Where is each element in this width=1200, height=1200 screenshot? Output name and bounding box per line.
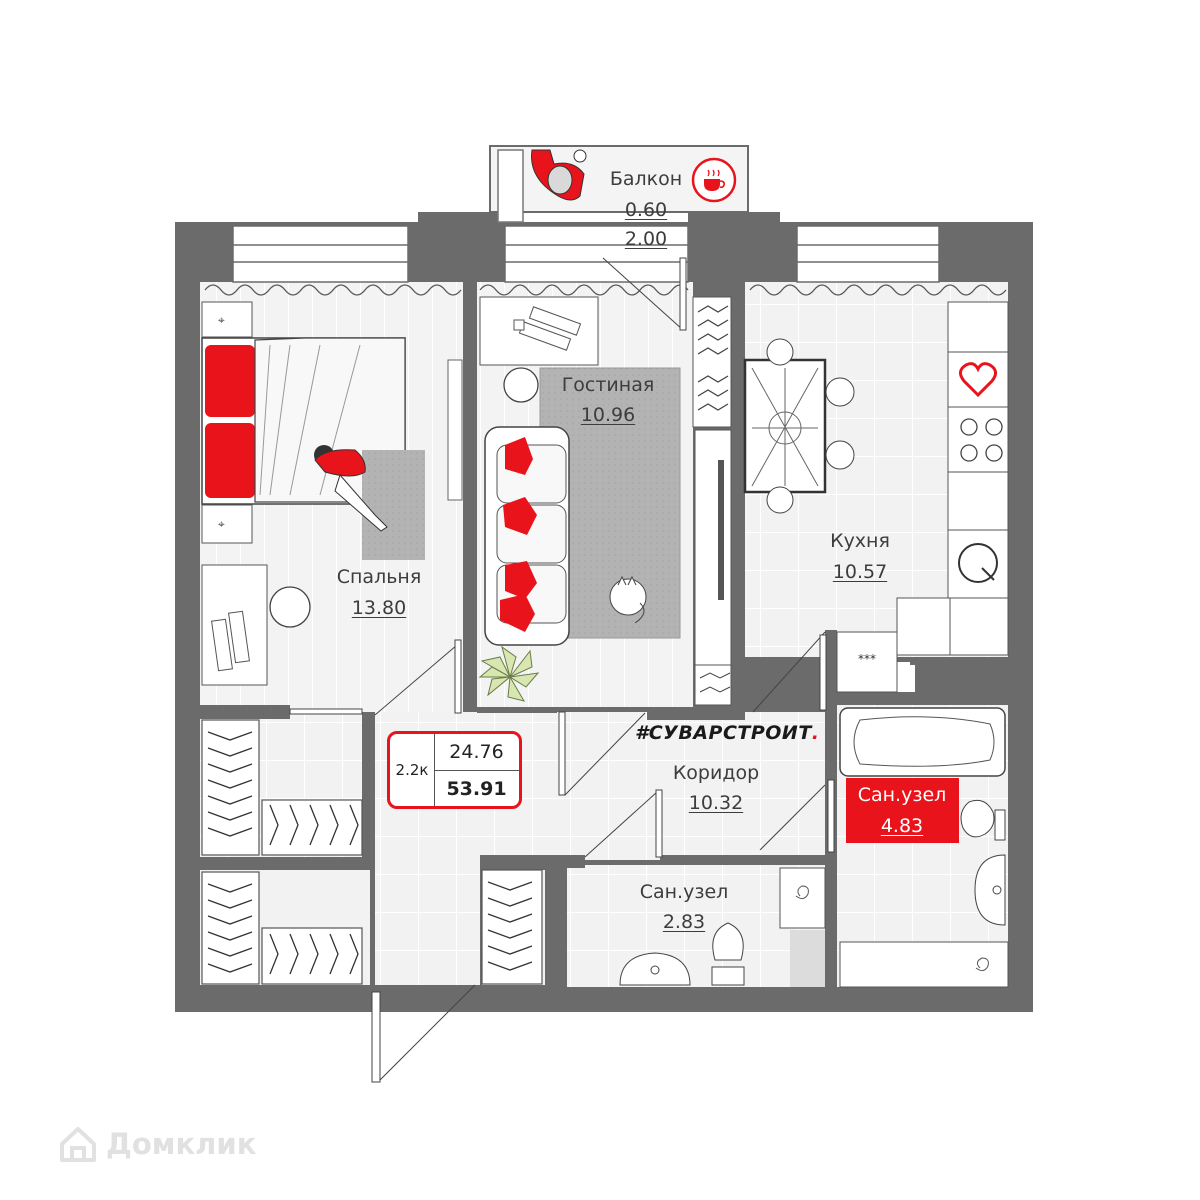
doors [289,257,835,1083]
plant [478,645,540,702]
bedroom-area: 13.80 [351,597,407,619]
main-bathroom-fixtures [839,707,1009,988]
stove [960,418,1003,462]
kitchen-sink [958,543,998,583]
svg-text:⌖: ⌖ [218,517,225,531]
living-furniture [478,296,732,706]
kitchen-label: Кухня [830,530,890,552]
brand-name: СУВАРСТРОИТ [648,722,812,744]
balcony-area-2: 2.00 [624,228,668,250]
brand-hash: # [635,722,649,744]
small-bathroom-fixtures [619,867,826,986]
coffee-cup-icon [691,157,737,203]
watermark-text: Домклик [106,1127,257,1161]
cat [609,575,647,624]
person-in-chair [531,149,587,201]
brand-dot: . [811,722,820,744]
reading-person [314,445,388,532]
hangers [207,731,533,975]
bedroom-furniture: ⌖ ⌖ [201,301,463,686]
corridor-label: Коридор [672,762,760,784]
watermark: Домклик [58,1124,256,1164]
curtains [204,284,1007,296]
apartment-type: 2.2к [390,734,435,806]
corridor-area: 10.32 [688,792,744,814]
svg-text:⌖: ⌖ [218,313,225,327]
balcony-label: Балкон [609,168,683,190]
cabinet-mark: *** [858,652,876,666]
main-bathroom-area: 4.83 [880,815,924,837]
small-bathroom-area: 2.83 [662,911,706,933]
living-room-label: Гостиная [561,374,655,396]
partitions [200,282,1008,992]
heart-icon [959,362,997,398]
brand-logo: #СУВАРСТРОИТ. [635,722,820,744]
kitchen-area: 10.57 [832,561,888,583]
house-logo-icon [60,1127,96,1162]
balcony [489,145,749,223]
sofa [484,426,570,646]
living-room-area: 10.96 [580,404,636,426]
total-area-value: 53.91 [446,778,507,800]
living-area-value: 24.76 [434,734,519,771]
balcony-area: 0.60 [624,199,668,221]
wardrobes [201,719,543,985]
bedroom-label: Спальня [336,566,422,588]
apartment-summary-badge: 2.2к 24.76 53.91 [387,731,522,809]
windows [232,225,940,283]
kitchen-furniture [743,301,1009,693]
main-bathroom-label: Сан.узел [857,784,947,806]
small-bathroom-label: Сан.узел [639,881,729,903]
